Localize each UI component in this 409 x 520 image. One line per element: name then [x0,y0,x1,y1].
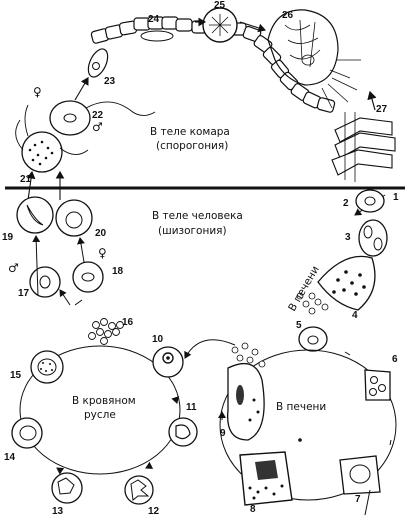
stage-number-25: 25 [214,0,226,11]
liver-cycle-label: В печени [276,401,326,413]
liver-schizont-stage-4 [296,255,376,315]
liver-cycle-arrows [222,351,392,496]
trophozoite-stage-12 [124,475,154,505]
stage-number-4: 4 [352,310,358,321]
liver-cell-stage-5 [298,326,328,352]
schizont-stage-14 [11,417,43,449]
stage-number-11: 11 [186,402,197,413]
gametocyte-stage-21 [15,104,89,173]
stage-number-9: 9 [220,428,226,439]
link-9-to-10 [184,339,236,359]
stage-number-7: 7 [355,494,361,505]
burst-oocyst-stage-26 [267,9,361,109]
stage-number-1: 1 [393,192,399,203]
stage-number-12: 12 [148,506,160,517]
stage-number-5: 5 [296,320,302,331]
stage-number-13: 13 [52,506,64,517]
ookinete-stage-23 [87,48,109,78]
trophozoite-stage-11 [168,417,198,447]
stage-number-19: 19 [2,232,14,243]
stage-number-27: 27 [376,104,388,115]
stage-number-17: 17 [18,288,30,299]
liver-cell-stage-6 [364,369,391,401]
female-symbol-upper: ♀ [33,85,42,99]
liver-dot [298,438,302,442]
gametocyte-stage-18 [72,261,104,293]
mosquito-region-subtitle: (спорогония) [156,140,228,152]
hepatocyte-stage-3 [358,219,388,257]
stage-number-10: 10 [152,334,164,345]
stage-number-20: 20 [95,228,107,239]
liver-cycle-loop [219,349,397,501]
liver-cell-stage-7 [339,455,381,516]
male-symbol-upper: ♂ [92,120,103,134]
stage-number-6: 6 [392,354,398,365]
human-region-subtitle: (шизогония) [158,225,227,237]
blood-cycle-label-line1: В кровяном [72,395,136,407]
ring-stage-10 [152,346,184,378]
stage-number-23: 23 [104,76,116,87]
stage-number-21: 21 [20,174,32,185]
stage-number-18: 18 [112,266,124,277]
schizont-stage-15 [30,350,64,384]
ookinete-stage-24 [140,30,174,42]
salivary-gland-stage-27 [331,90,396,182]
stage-number-8: 8 [250,504,256,515]
mosquito-region-title: В теле комара [150,126,230,138]
human-region-title: В теле человека [152,210,243,222]
stage-number-14: 14 [4,452,16,463]
merozoites-stage-16 [88,318,124,345]
stage-number-15: 15 [10,370,22,381]
stage-number-16: 16 [122,317,134,328]
sporogony-arrows [26,17,267,201]
stage-number-2: 2 [343,198,349,209]
stage-number-24: 24 [148,14,160,25]
stage-number-3: 3 [345,232,351,243]
blood-cycle-label-line2: русле [84,409,116,421]
gametocyte-stage-20 [55,199,93,237]
trophozoite-stage-13 [51,472,83,504]
hepatocyte-stage-2 [355,189,385,213]
male-symbol-lower: ♂ [8,261,19,275]
zygote-stage-22 [49,100,156,136]
stage-number-22: 22 [92,110,104,121]
merozoite-release-stage-9 [227,342,266,441]
stage-number-26: 26 [282,10,294,21]
liver-schizont-stage-8 [239,451,293,506]
gametocyte-stage-17 [29,266,61,298]
gametocyte-stage-19 [16,196,54,234]
female-symbol-lower: ♀ [98,246,107,260]
oocyst-stage-25 [202,7,238,43]
blood-cycle-loop [19,345,181,475]
